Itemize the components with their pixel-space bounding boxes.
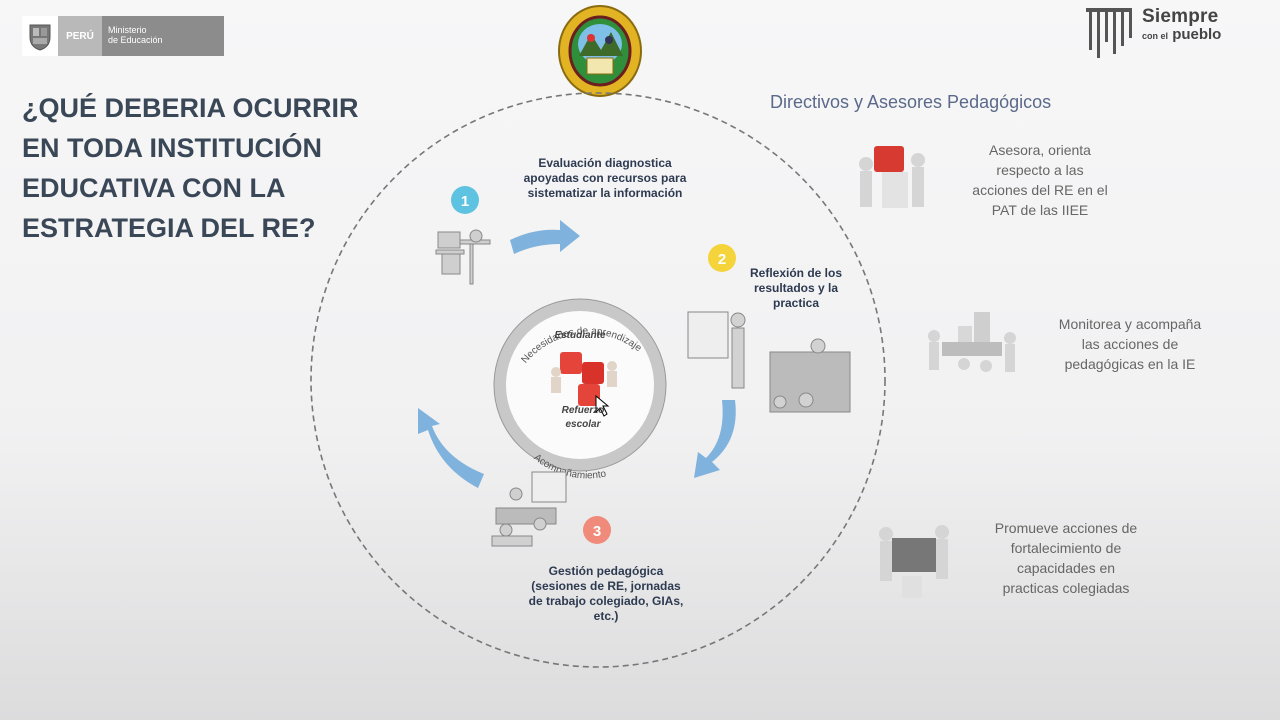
r3-line-1: Promueve acciones de <box>994 520 1138 536</box>
step-1-text: Evaluación diagnostica apoyadas con recu… <box>500 156 710 201</box>
arrow-1-to-2-icon <box>510 220 580 254</box>
step-2-badge: 2 <box>708 244 736 272</box>
slide-title: ¿QUÉ DEBERIA OCURRIR EN TODA INSTITUCIÓN… <box>22 88 382 248</box>
step-1-badge: 1 <box>451 186 479 214</box>
slogan-prefix: con el <box>1142 31 1169 41</box>
step-2-text: Reflexión de los resultados y la practic… <box>736 266 856 311</box>
computer-desk-icon <box>435 229 491 285</box>
step-3-line-2: (sesiones de RE, jornadas <box>531 579 681 593</box>
r3-line-3: capacidades en <box>1016 560 1116 576</box>
step-3-line-1: Gestión pedagógica <box>548 564 664 578</box>
r1-line-3: acciones del RE en el <box>972 182 1108 198</box>
puzzle-team-icon <box>859 146 925 208</box>
strategy-people-icon <box>687 311 851 413</box>
r2-line-3: pedagógicas en la IE <box>1064 356 1196 372</box>
step-2-line-1: Reflexión de los <box>749 266 843 280</box>
step-3-line-3: de trabajo colegiado, GIAs, <box>528 594 684 608</box>
svg-text:1: 1 <box>461 193 469 210</box>
right-item-1-text: Asesora, orienta respecto a las acciones… <box>940 140 1140 220</box>
re-cycle-diagram: Necesidades de aprendizaje Acompañamient… <box>310 92 886 668</box>
coat-of-arms-icon <box>22 16 58 56</box>
collaboration-team-icon <box>879 525 949 598</box>
puzzle-people-icon <box>551 352 617 406</box>
center-label-refuerzo: Refuerzo escolar <box>548 404 618 432</box>
mouse-cursor-icon <box>595 394 610 417</box>
outer-dashed-circle <box>310 92 886 668</box>
ministry-line-2: de Educación <box>108 35 163 45</box>
right-item-3-text: Promueve acciones de fortalecimiento de … <box>966 518 1166 598</box>
step-3-badge: 3 <box>583 516 611 544</box>
step-3-line-4: etc.) <box>593 609 619 623</box>
ministry-name: Ministerio de Educación <box>102 16 224 56</box>
step-2-line-3: practica <box>772 296 820 310</box>
r2-line-2: las acciones de <box>1081 336 1179 352</box>
government-slogan-logo: Siempre con el pueblo <box>1084 6 1244 60</box>
r1-line-1: Asesora, orienta <box>989 142 1091 158</box>
step-3-text: Gestión pedagógica (sesiones de RE, jorn… <box>496 564 716 624</box>
slogan-main: pueblo <box>1172 26 1222 43</box>
ministry-line-1: Ministerio <box>108 25 147 35</box>
step-1-line-1: Evaluación diagnostica <box>538 156 672 170</box>
ministry-logo: PERÚ Ministerio de Educación <box>22 16 224 56</box>
refuerzo-line-2: escolar <box>565 419 601 430</box>
title-line-3: EDUCATIVA CON LA <box>22 173 286 203</box>
svg-text:2: 2 <box>718 251 726 268</box>
right-item-2-text: Monitorea y acompaña las acciones de ped… <box>1030 314 1230 374</box>
title-line-2: EN TODA INSTITUCIÓN <box>22 133 323 163</box>
pillars-icon <box>1086 8 1132 58</box>
r1-line-4: PAT de las IIEE <box>991 202 1089 218</box>
inner-ring-outline <box>493 298 667 472</box>
r2-line-1: Monitorea y acompaña <box>1058 316 1202 332</box>
title-line-4: ESTRATEGIA DEL RE? <box>22 213 316 243</box>
step-1-line-2: apoyadas con recursos para <box>523 171 687 185</box>
r1-line-2: respecto a las <box>996 162 1084 178</box>
slogan-line-1: Siempre <box>1142 6 1219 27</box>
r3-line-2: fortalecimiento de <box>1010 540 1122 556</box>
peru-label: PERÚ <box>58 16 102 56</box>
right-column-title: Directivos y Asesores Pedagógicos <box>770 92 1052 112</box>
ugel-seal-logo <box>557 4 643 98</box>
r3-line-4: practicas colegiadas <box>1002 580 1130 596</box>
refuerzo-line-1: Refuerzo <box>561 405 605 416</box>
monitoring-team-icon <box>928 312 1016 372</box>
title-line-1: ¿QUÉ DEBERIA OCURRIR <box>22 93 359 123</box>
arrow-3-to-1-icon <box>418 408 484 488</box>
svg-text:3: 3 <box>593 523 601 540</box>
center-label-estudiante: Estudiante <box>554 330 606 341</box>
arrow-2-to-3-icon <box>694 400 736 478</box>
meeting-people-icon <box>491 471 567 547</box>
step-2-line-2: resultados y la <box>753 281 839 295</box>
step-1-line-3: sistematizar la información <box>527 186 683 200</box>
